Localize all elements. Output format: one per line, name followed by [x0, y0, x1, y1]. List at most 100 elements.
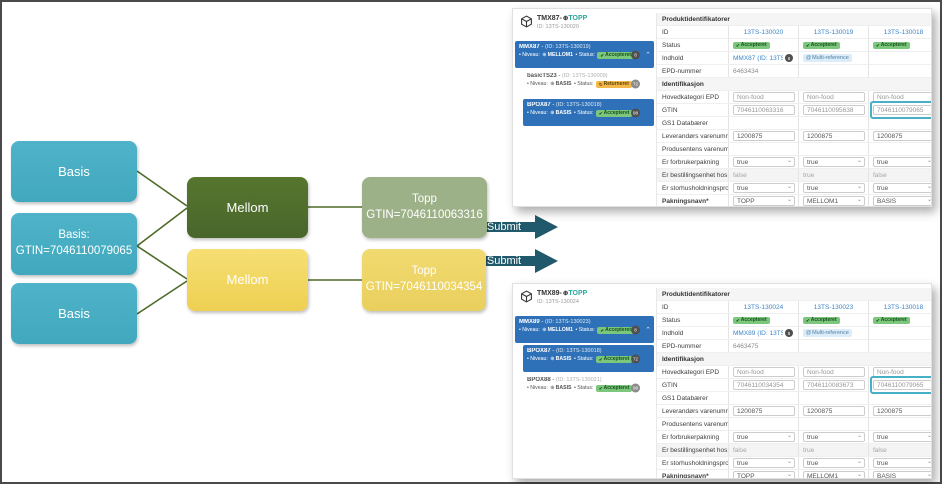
chevron-down-icon: ⌄ — [786, 459, 792, 465]
section-header: Produktidentifikatorer — [657, 288, 931, 301]
chevron-down-icon: ⌄ — [856, 197, 862, 203]
multi-reference-chip: @Multi-reference — [803, 54, 852, 62]
topp-gtin-label: Topp GTIN=7046110034354 — [365, 265, 483, 293]
dropdown[interactable]: true⌄ — [803, 183, 865, 193]
dropdown[interactable]: true⌄ — [803, 458, 865, 468]
dropdown[interactable]: MELLOM1⌄ — [803, 471, 865, 478]
text-input[interactable]: 7046110079065 — [873, 105, 931, 115]
check-icon: ✔ — [598, 357, 603, 362]
text-input[interactable]: 1200875 — [803, 406, 865, 416]
text-input[interactable]: 1200875 — [873, 406, 931, 416]
table-row: ID 13TS-130024 13TS-130023 13TS-130018 — [657, 301, 931, 314]
text-input[interactable]: 1200875 — [733, 131, 795, 141]
app-header: TMX89-⊕TOPP ID: 13TS-130024 — [513, 284, 656, 316]
id-link[interactable]: 13TS-130018 — [883, 28, 924, 36]
dropdown[interactable]: true⌄ — [873, 458, 931, 468]
tree-item-bpox87[interactable]: BPOX87 - (ID: 13TS-130018)• Niveau: ⊕BAS… — [523, 99, 654, 126]
basis-box-3: Basis — [11, 283, 137, 344]
table-cell: false — [868, 169, 931, 181]
tree-item-bpox87[interactable]: BPOX87 - (ID: 13TS-130018)• Niveau: ⊕BAS… — [523, 345, 654, 372]
dropdown[interactable]: TOPP⌄ — [733, 196, 795, 206]
id-link[interactable]: 13TS-130020 — [743, 28, 784, 36]
mellom-label: Mellom — [226, 199, 269, 215]
tree-item-mmx89[interactable]: MMX89 - (ID: 13TS-130023)• Niveau: ⊕MELL… — [515, 316, 654, 343]
content-link[interactable]: MMX89 (ID: 13TS... — [733, 329, 783, 337]
multi-reference-chip: @Multi-reference — [803, 329, 852, 337]
text-input[interactable]: Non-food — [733, 367, 795, 377]
content-link[interactable]: MMX87 (ID: 13TS... — [733, 54, 783, 62]
dropdown[interactable]: true⌄ — [733, 157, 795, 167]
check-icon: ✔ — [876, 317, 880, 323]
dropdown[interactable]: true⌄ — [733, 458, 795, 468]
check-icon: ✔ — [736, 317, 740, 323]
row-label: Er forbrukerpakning — [662, 158, 720, 166]
text-input[interactable]: 1200875 — [803, 131, 865, 141]
dropdown[interactable]: BASIS⌄ — [873, 196, 931, 206]
id-link[interactable]: 13TS-130023 — [813, 303, 854, 311]
app-header: TMX87-⊕TOPP ID: 13TS-130020 — [513, 9, 656, 41]
text-input[interactable]: Non-food — [803, 92, 865, 102]
dropdown[interactable]: BASIS⌄ — [873, 471, 931, 478]
dropdown[interactable]: true⌄ — [803, 157, 865, 167]
item-id: (ID: 13TS-130021) — [556, 377, 602, 383]
dropdown[interactable]: MELLOM1⌄ — [803, 196, 865, 206]
row-label: Status — [662, 316, 681, 324]
check-icon: ✔ — [600, 53, 605, 58]
table-row: GS1 Databærer — [657, 117, 931, 130]
basis-box-1: Basis — [11, 141, 137, 202]
table-cell — [868, 392, 931, 404]
dropdown[interactable]: true⌄ — [873, 157, 931, 167]
product-tree-sidebar: MMX89 - (ID: 13TS-130023)• Niveau: ⊕MELL… — [513, 316, 656, 478]
dropdown[interactable]: true⌄ — [733, 432, 795, 442]
row-label: ID — [662, 303, 669, 311]
text-input[interactable]: 7046110034354 — [733, 380, 795, 390]
text-input[interactable]: 1200875 — [733, 406, 795, 416]
dropdown[interactable]: TOPP⌄ — [733, 471, 795, 478]
table-cell: 13TS-130020 — [728, 26, 798, 38]
id-link[interactable]: 13TS-130018 — [883, 303, 924, 311]
table-cell: MMX89 (ID: 13TS...8 — [728, 327, 798, 339]
chevron-up-icon[interactable]: ⌃ — [645, 326, 651, 334]
chevron-down-icon: ⌄ — [786, 472, 792, 478]
chevron-up-icon[interactable]: ⌃ — [645, 51, 651, 59]
chevron-down-icon: ⌄ — [856, 184, 862, 190]
text-input[interactable]: 7046110083673 — [803, 380, 865, 390]
table-cell: 7046110079065 — [868, 376, 931, 394]
table-cell: @Multi-reference — [798, 52, 868, 64]
cell-text: false — [873, 171, 887, 179]
table-cell: true⌄ — [728, 457, 798, 469]
tree-item-mmx87[interactable]: MMX87 - (ID: 13TS-130019)• Niveau: ⊕MELL… — [515, 41, 654, 68]
text-input[interactable]: 7046110063316 — [733, 105, 795, 115]
text-input[interactable]: Non-food — [733, 92, 795, 102]
table-cell: Non-food — [798, 366, 868, 378]
item-name: BPOX88 — [527, 377, 551, 383]
status-badge: ✔Accepteret — [873, 41, 910, 49]
chevron-down-icon: ⌄ — [856, 472, 862, 478]
id-link[interactable]: 13TS-130019 — [813, 28, 854, 36]
text-input[interactable]: 7046110095638 — [803, 105, 865, 115]
table-cell: false — [868, 444, 931, 456]
id-link[interactable]: 13TS-130024 — [743, 303, 784, 311]
table-cell: true⌄ — [728, 431, 798, 443]
table-cell — [798, 65, 868, 77]
table-cell — [798, 392, 868, 404]
dropdown[interactable]: true⌄ — [873, 432, 931, 442]
page-title: TMX89-⊕TOPP — [537, 290, 587, 298]
topp-box-green: Topp GTIN=7046110063316 — [362, 177, 487, 238]
text-input[interactable]: 1200875 — [873, 131, 931, 141]
tree-item-bpox88[interactable]: BPOX88 - (ID: 13TS-130021)• Niveau: ⊕BAS… — [523, 374, 654, 401]
count-badge: 98 — [631, 383, 640, 392]
text-input[interactable]: 7046110079065 — [873, 380, 931, 390]
text-input[interactable]: Non-food — [803, 367, 865, 377]
tree-item-basicts23[interactable]: basicTS23 - (ID: 13TS-130009)• Niveau: ⊕… — [523, 70, 654, 97]
dropdown[interactable]: true⌄ — [803, 432, 865, 442]
dropdown[interactable]: true⌄ — [873, 183, 931, 193]
chevron-down-icon: ⌄ — [786, 433, 792, 439]
row-label: GTIN — [662, 381, 678, 389]
level-icon: ⊕ — [562, 290, 569, 297]
table-cell: ✔Accepteret — [798, 314, 868, 326]
table-cell: 6463434 — [728, 65, 798, 77]
dropdown[interactable]: true⌄ — [733, 183, 795, 193]
